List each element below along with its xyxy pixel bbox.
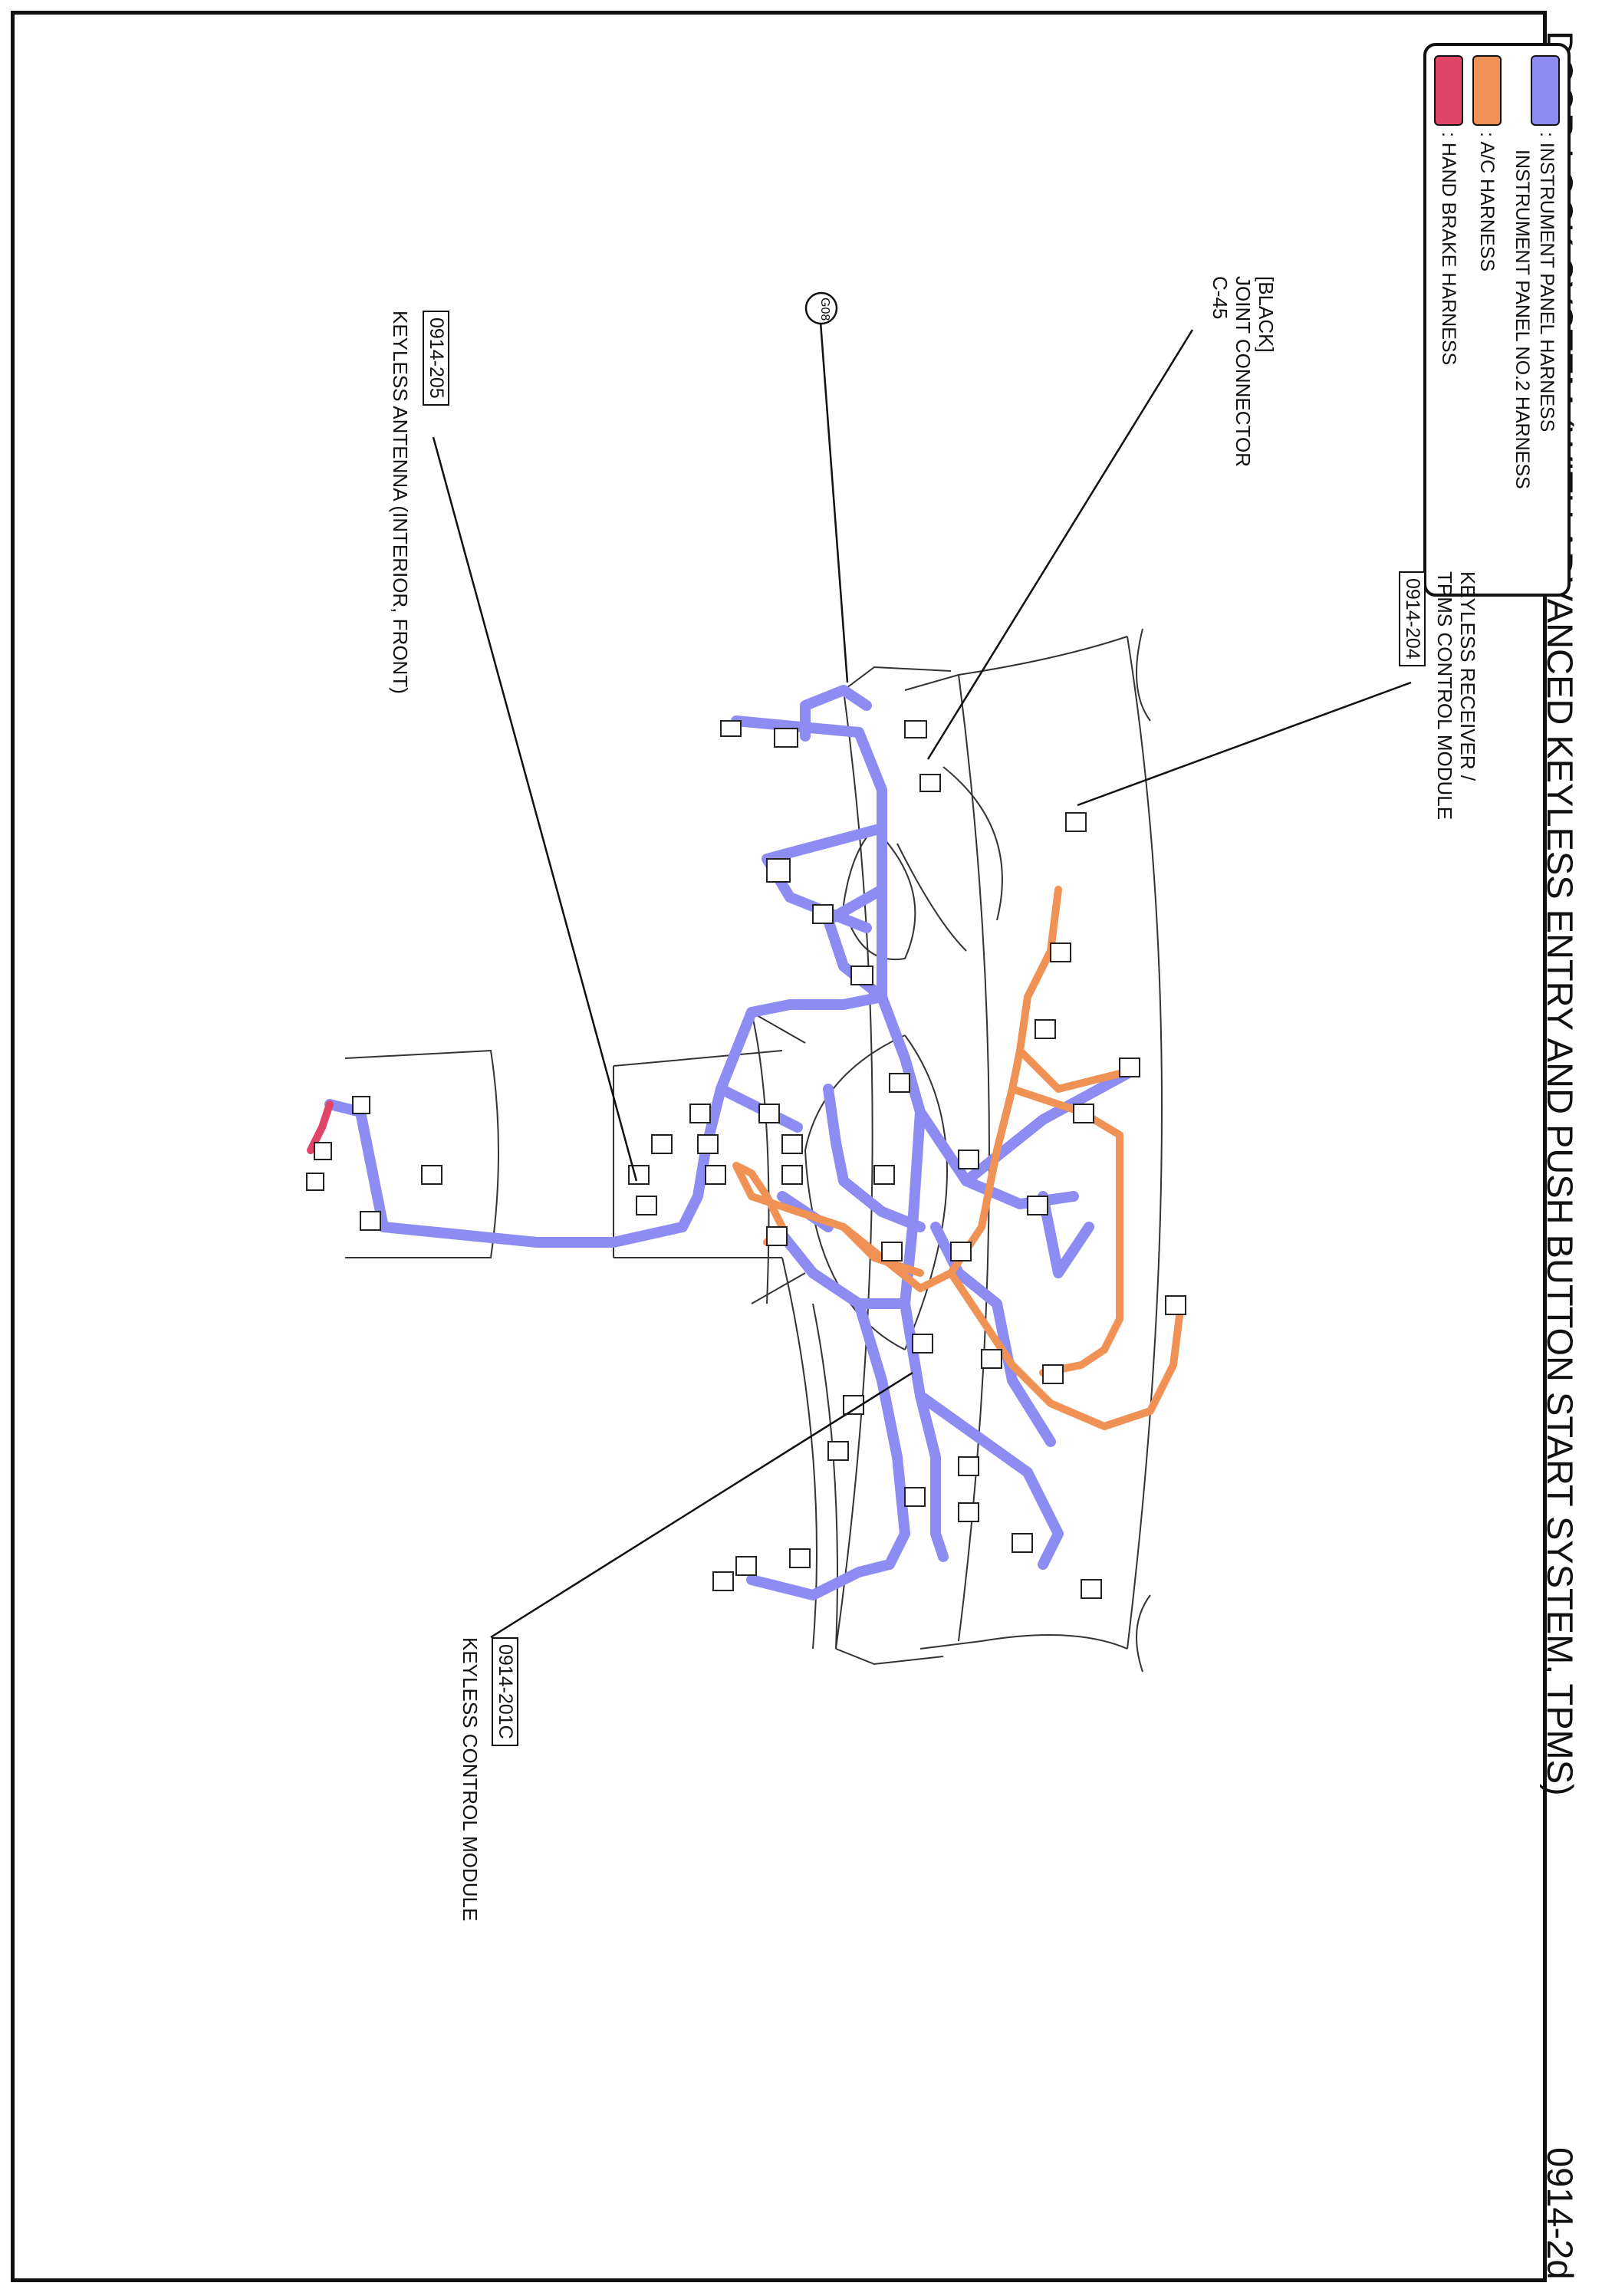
callout-keyless-control-label: KEYLESS CONTROL MODULE xyxy=(459,1637,482,1922)
page-frame xyxy=(11,11,1547,2282)
ac-harness-wires xyxy=(732,886,1185,1430)
legend-swatch-instrument-panel xyxy=(1531,55,1560,126)
legend-label-ac: : A/C HARNESS xyxy=(1476,132,1498,271)
ref-box-0914-201c[interactable]: 0914-201C xyxy=(492,1637,518,1746)
ground-g08-label: G08 xyxy=(818,298,831,321)
ref-box-0914-204[interactable]: 0914-204 xyxy=(1399,571,1426,666)
legend-label-instrument-panel-no2: INSTRUMENT PANEL NO.2 HARNESS xyxy=(1512,150,1533,489)
harness-legend: : INSTRUMENT PANEL HARNESS INSTRUMENT PA… xyxy=(1423,43,1571,597)
callout-keyless-receiver-line2: TPMS CONTROL MODULE xyxy=(1433,571,1456,821)
leader-lines xyxy=(432,321,1412,1639)
callout-joint-connector-line3: C-45 xyxy=(1209,276,1232,320)
ground-g08-symbol xyxy=(804,291,838,325)
callout-joint-connector-line2: JOINT CONNECTOR xyxy=(1232,276,1255,467)
callout-joint-connector-line1: [BLACK] xyxy=(1255,276,1278,353)
callout-keyless-receiver-line1: KEYLESS RECEIVER / xyxy=(1456,571,1479,781)
legend-label-instrument-panel: : INSTRUMENT PANEL HARNESS xyxy=(1536,132,1558,433)
page-code: 0914-2d xyxy=(1540,2147,1581,2280)
legend-swatch-hand-brake xyxy=(1434,55,1463,126)
legend-swatch-ac xyxy=(1472,55,1502,126)
connectors xyxy=(306,720,1186,1599)
legend-label-hand-brake: : HAND BRAKE HARNESS xyxy=(1438,132,1459,366)
callout-keyless-antenna-label: KEYLESS ANTENNA (INTERIOR, FRONT) xyxy=(389,311,412,694)
ref-box-0914-205[interactable]: 0914-205 xyxy=(423,311,449,406)
